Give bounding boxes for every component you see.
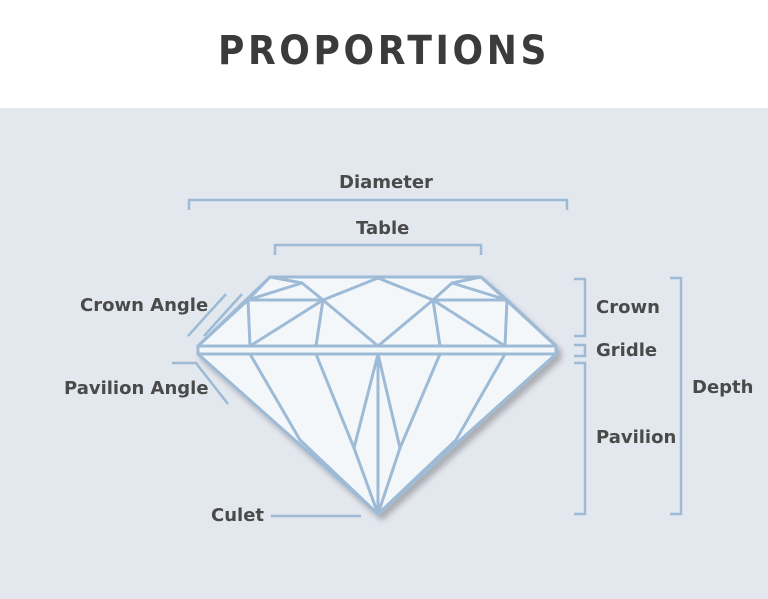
diameter-bracket	[187, 198, 569, 210]
page-title: PROPORTIONS	[217, 28, 551, 74]
pavilion-bracket	[574, 361, 587, 516]
depth-label: Depth	[692, 377, 754, 398]
depth-bracket	[670, 276, 683, 516]
gridle-label: Gridle	[596, 340, 658, 361]
crown-label: Crown	[596, 297, 660, 318]
pavilion-facets	[248, 352, 507, 516]
diameter-label: Diameter	[339, 172, 433, 193]
table-label: Table	[356, 218, 410, 239]
pavilion-label: Pavilion	[596, 427, 677, 448]
crown-angle-indicator	[187, 293, 243, 337]
header: PROPORTIONS	[0, 0, 768, 108]
crown-bracket	[574, 277, 587, 338]
crown-angle-label: Crown Angle	[80, 295, 209, 316]
table-bracket	[273, 243, 483, 255]
pavilion-angle-label: Pavilion Angle	[64, 378, 209, 399]
gridle-bracket	[574, 343, 587, 358]
pavilion-angle-indicator	[172, 361, 229, 405]
culet-label: Culet	[211, 505, 265, 526]
